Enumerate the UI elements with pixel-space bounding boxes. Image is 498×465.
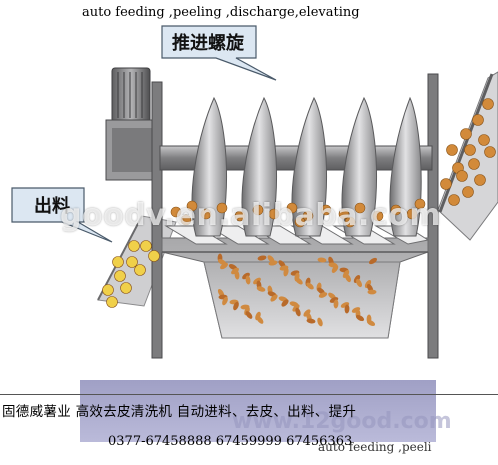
- peel-fragment: [367, 289, 377, 295]
- discharge-callout: 出料: [11, 187, 113, 243]
- peel-fragment: [253, 277, 261, 285]
- potato: [464, 144, 476, 156]
- peel-fragment: [318, 292, 328, 298]
- potato: [126, 256, 138, 268]
- potato: [114, 270, 126, 282]
- screw-blades: [191, 96, 422, 237]
- peel-fragment: [256, 286, 266, 292]
- peel-fragment: [242, 272, 250, 280]
- peel-fragment: [270, 294, 278, 302]
- tank-hopper: [203, 261, 401, 339]
- url-watermark: www.12good.com: [232, 409, 452, 434]
- peel-fragment: [256, 316, 264, 324]
- potato: [148, 250, 160, 262]
- peel-fragment: [333, 299, 339, 309]
- top-caption: auto feeding ,peeling ,discharge,elevati…: [82, 5, 360, 20]
- screw-label: 推进螺旋: [172, 32, 245, 54]
- footer-divider: [0, 394, 498, 395]
- footer-band: [80, 380, 436, 442]
- potato: [106, 296, 118, 308]
- peel-fragment: [317, 257, 327, 263]
- potatoes: [102, 98, 496, 308]
- footer-phone-line: 0377-67458888 67459999 67456363: [108, 434, 353, 449]
- potato: [482, 98, 494, 110]
- peel-fragment: [369, 257, 377, 265]
- peel-fragment: [366, 319, 376, 327]
- peel-fragment: [317, 317, 323, 327]
- potato: [186, 200, 198, 212]
- potato: [456, 170, 468, 182]
- potato: [390, 204, 402, 216]
- footer-overlap-caption: auto feeding ,peeli: [318, 440, 432, 454]
- potato: [448, 194, 460, 206]
- peel-fragment: [306, 318, 316, 324]
- potato: [446, 144, 458, 156]
- potato: [128, 240, 140, 252]
- potato: [462, 186, 474, 198]
- potato: [170, 206, 182, 218]
- peel-fragment: [245, 275, 251, 285]
- peel-fragment: [355, 278, 363, 288]
- potato: [120, 282, 132, 294]
- peel-fragment: [220, 262, 228, 270]
- potato: [134, 264, 146, 276]
- peel-fragment: [222, 296, 228, 306]
- potato: [294, 216, 306, 228]
- potato: [268, 208, 280, 220]
- watermark: goodv.en.alibaba.com: [60, 198, 442, 233]
- potato: [372, 210, 384, 222]
- peel-fragment: [234, 270, 240, 280]
- potato: [484, 146, 496, 158]
- potato: [338, 208, 350, 220]
- potato: [414, 198, 426, 210]
- footer-company-line: 固德威薯业 高效去皮清洗机 自动进料、去皮、出料、提升: [2, 404, 357, 420]
- potato: [216, 202, 228, 214]
- potato: [302, 210, 314, 222]
- right-frame-post: [427, 73, 439, 359]
- discharge-label: 出料: [34, 195, 70, 217]
- potato: [112, 256, 124, 268]
- potato: [478, 134, 490, 146]
- peel-fragment: [257, 255, 267, 261]
- potato: [472, 114, 484, 126]
- peel-fragment: [245, 311, 253, 319]
- peel-fragment: [281, 299, 289, 307]
- potato: [474, 174, 486, 186]
- peel-fragment: [268, 260, 278, 266]
- peel-fragment: [295, 277, 303, 285]
- peel-fragment: [345, 273, 351, 283]
- left-frame-post: [151, 81, 163, 359]
- potato: [234, 210, 246, 222]
- peel-fragment: [303, 309, 311, 317]
- potato: [468, 158, 480, 170]
- potato: [286, 202, 298, 214]
- potato: [200, 208, 212, 220]
- potato: [344, 216, 356, 228]
- potato: [460, 128, 472, 140]
- potato: [354, 202, 366, 214]
- potato: [140, 240, 152, 252]
- potato: [440, 178, 452, 190]
- potato: [180, 214, 192, 226]
- screw-callout: 推进螺旋: [161, 25, 277, 81]
- peel-fragment: [231, 267, 239, 275]
- peel-fragment: [233, 301, 239, 311]
- potato-peels: [217, 253, 377, 327]
- potato: [252, 204, 264, 216]
- peel-fragment: [292, 304, 300, 312]
- potato: [102, 284, 114, 296]
- peel-fragment: [283, 267, 289, 277]
- potato: [320, 204, 332, 216]
- peel-fragment: [295, 307, 301, 317]
- peel-fragment: [306, 282, 314, 290]
- peel-fragment: [355, 314, 365, 322]
- potato: [406, 208, 418, 220]
- peel-fragment: [344, 304, 350, 314]
- peel-fragment: [331, 265, 339, 273]
